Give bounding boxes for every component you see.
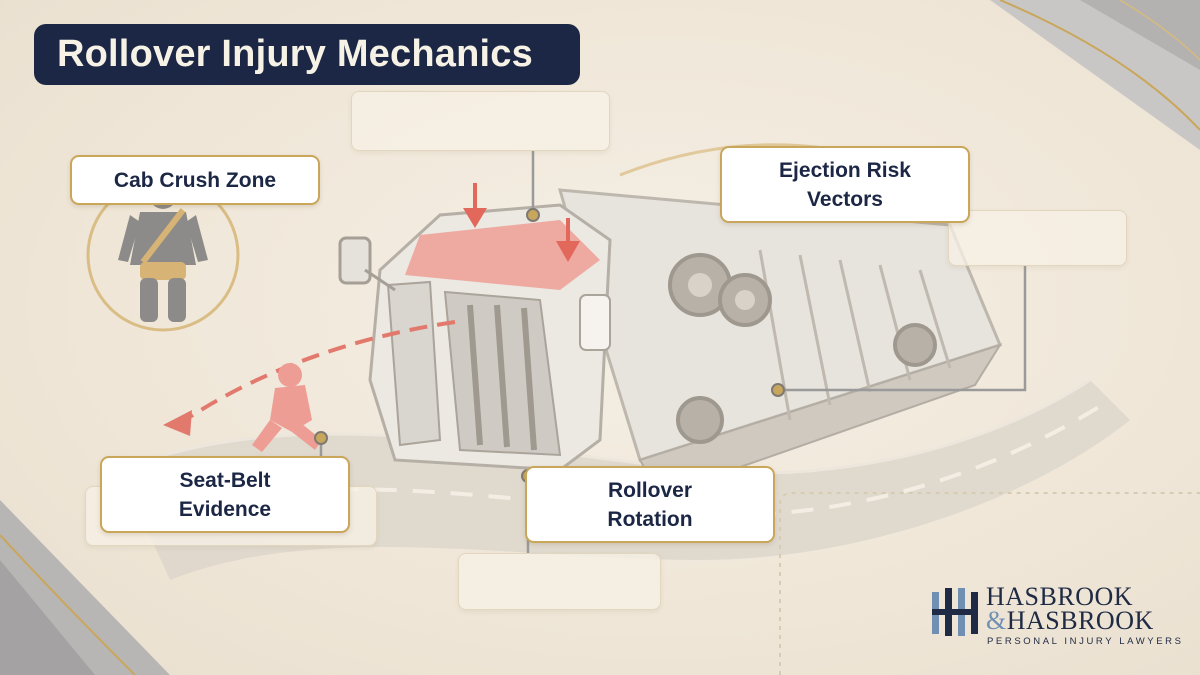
callout-cab-crush-zone: Cab Crush Zone (70, 155, 320, 205)
callout-label: Cab Crush Zone (113, 168, 277, 192)
callout-label-line2: Evidence (178, 497, 272, 521)
overturned-truck (338, 188, 1003, 497)
cab-crush-zone-highlight (405, 220, 600, 290)
logo-name-line2: &HASBROOK (986, 606, 1154, 635)
logo-hh-monogram-icon (932, 588, 978, 636)
callout-label-line1: Seat-Belt (179, 468, 271, 492)
empty-label-card-right (948, 210, 1127, 266)
callout-label-line1: Rollover (607, 478, 693, 502)
page-title: Rollover Injury Mechanics (57, 33, 533, 75)
logo-name-line1: HASBROOK (986, 582, 1134, 611)
ejection-trajectory-arrow-icon (183, 320, 456, 422)
empty-label-card-top (351, 91, 610, 151)
callout-label-line1: Ejection Risk (779, 158, 911, 182)
empty-label-card-bottom (458, 553, 661, 610)
crush-arrow-icon (463, 183, 580, 262)
callout-label-line2: Rotation (607, 507, 693, 531)
logo-name-second: HASBROOK (1006, 606, 1154, 635)
callout-rollover-rotation: Rollover Rotation (525, 466, 775, 543)
logo-tagline: PERSONAL INJURY LAWYERS (987, 636, 1184, 647)
corner-decoration-bottom-left (0, 500, 170, 675)
firm-logo: HASBROOK &HASBROOK PERSONAL INJURY LAWYE… (930, 582, 1181, 654)
ejection-arrowhead (163, 410, 192, 436)
ejected-occupant-icon (252, 363, 322, 452)
logo-ampersand: & (986, 606, 1007, 635)
corner-decoration-top-right (990, 0, 1200, 150)
decorative-dotted-frame (779, 492, 1200, 675)
callout-seat-belt-evidence: Seat-Belt Evidence (100, 456, 350, 533)
callout-ejection-risk-vectors: Ejection Risk Vectors (720, 146, 970, 223)
callout-label-line2: Vectors (807, 187, 883, 211)
title-banner: Rollover Injury Mechanics (34, 24, 580, 85)
